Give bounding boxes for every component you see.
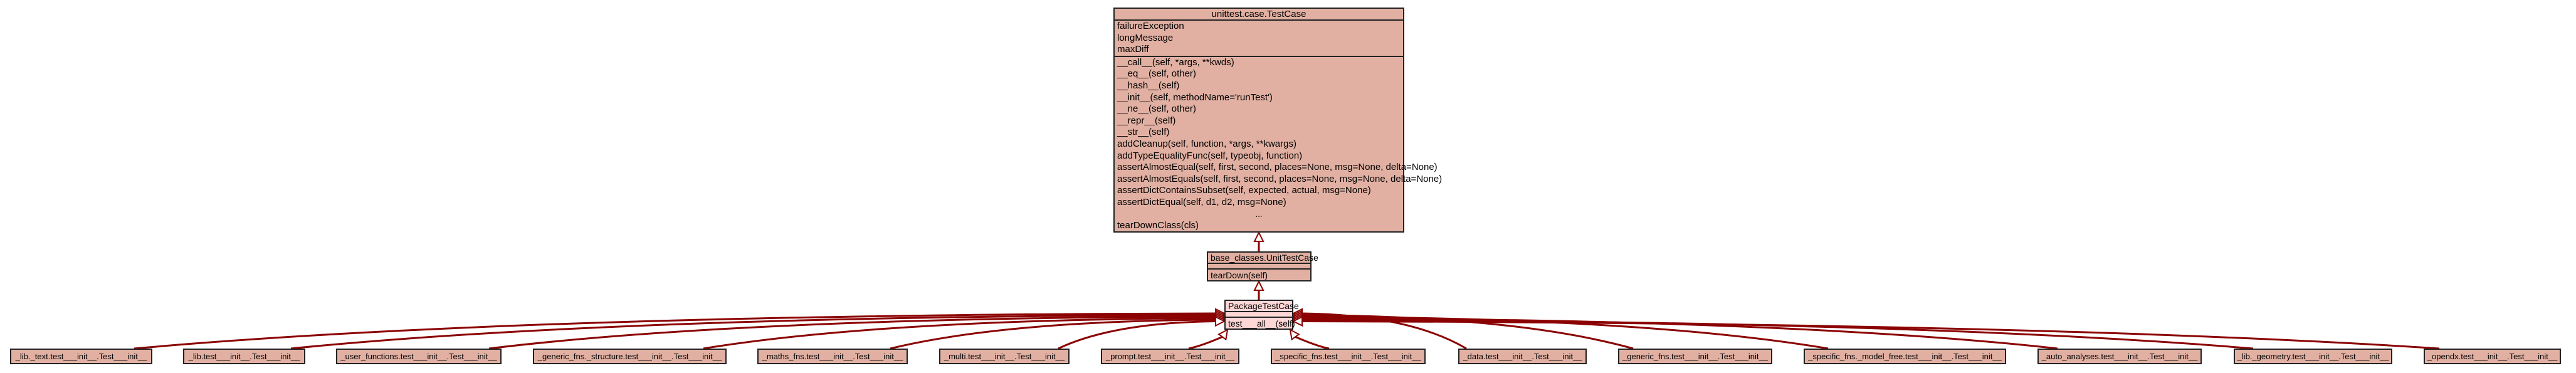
inheritance-arrow-icon xyxy=(1289,328,1300,341)
class-unittest-testcase[interactable]: unittest.case.TestCase failureException … xyxy=(1113,8,1443,233)
method: __str__(self) xyxy=(1117,127,1170,138)
inheritance-arrow-icon xyxy=(1291,315,1303,327)
class-subclass[interactable]: _prompt.test___init__.Test___init__ xyxy=(1101,349,1239,364)
edge-subclass-to-packagetestcase xyxy=(134,312,1216,350)
edge-subclass-to-packagetestcase xyxy=(1301,318,2254,350)
class-packagetestcase[interactable]: PackageTestCase test___all__(self) xyxy=(1224,300,1299,330)
class-subclass[interactable]: _auto_analyses.test___init__.Test___init… xyxy=(2037,349,2202,364)
class-subclass[interactable]: _data.test___init__.Test___init__ xyxy=(1458,349,1587,364)
class-subclass[interactable]: _maths_fns.test___init__.Test___init__ xyxy=(757,349,908,364)
method: addTypeEqualityFunc(self, typeobj, funct… xyxy=(1117,150,1303,161)
edge-subclass-to-packagetestcase xyxy=(890,318,1216,350)
class-subclass[interactable]: _generic_fns.test___init__.Test___init__ xyxy=(1618,349,1772,364)
inheritance-arrow-icon xyxy=(1215,315,1226,327)
ellipsis: ... xyxy=(1255,209,1263,219)
method: __repr__(self) xyxy=(1117,115,1176,126)
edge-subclass-to-packagetestcase xyxy=(1295,335,1330,350)
method: __ne__(self, other) xyxy=(1117,103,1196,115)
class-subclass[interactable]: _specific_fns.test___init__.Test___init_… xyxy=(1271,349,1426,364)
attribute: failureException xyxy=(1117,21,1184,31)
method: test___all__(self) xyxy=(1228,318,1295,328)
method: tearDown(self) xyxy=(1211,270,1268,280)
class-subclass[interactable]: _specific_fns._model_free.test___init__.… xyxy=(1804,349,2006,364)
class-unittestcase[interactable]: base_classes.UnitTestCase tearDown(self) xyxy=(1207,251,1318,281)
method: assertAlmostEquals(self, first, second, … xyxy=(1117,173,1443,184)
method: assertDictContainsSubset(self, expected,… xyxy=(1117,185,1371,196)
methods-section: test___all__(self) xyxy=(1226,318,1295,330)
edge-subclass-to-packagetestcase xyxy=(1301,317,2058,350)
method: assertDictEqual(self, d1, d2, msg=None) xyxy=(1117,196,1286,208)
inheritance-arrow-icon xyxy=(1217,328,1229,341)
method: __hash__(self) xyxy=(1117,80,1180,91)
method: __eq__(self, other) xyxy=(1117,68,1196,80)
class-subclass[interactable]: _lib._geometry.test___init__.Test___init… xyxy=(2234,349,2392,364)
class-subclass[interactable]: _generic_fns._structure.test___init__.Te… xyxy=(533,349,727,364)
edge-subclass-to-packagetestcase xyxy=(703,317,1216,350)
edge-subclass-to-packagetestcase xyxy=(1301,314,1634,350)
edge-subclass-to-packagetestcase xyxy=(488,315,1216,350)
class-subclass[interactable]: _multi.test___init__.Test___init__ xyxy=(939,349,1070,364)
class-title: unittest.case.TestCase xyxy=(1115,9,1403,21)
method: addCleanup(self, function, *args, **kwar… xyxy=(1117,138,1296,149)
edge-subclass-to-packagetestcase xyxy=(1301,312,1467,350)
inheritance-arrow-icon xyxy=(1253,280,1264,291)
edge-subclass-to-packagetestcase xyxy=(1058,320,1216,350)
class-subclass[interactable]: _user_functions.test___init__.Test___ini… xyxy=(336,349,502,364)
class-subclass[interactable]: _lib.test___init__.Test___init__ xyxy=(183,349,305,364)
method: __init__(self, methodName='runTest') xyxy=(1117,92,1273,103)
class-title: base_classes.UnitTestCase xyxy=(1208,253,1318,264)
methods-section: tearDown(self) xyxy=(1208,270,1310,281)
edge-subclass-to-packagetestcase xyxy=(1188,335,1223,350)
attributes-section xyxy=(1226,312,1292,318)
attribute: maxDiff xyxy=(1117,44,1149,55)
attribute: longMessage xyxy=(1117,32,1174,43)
edge-subclass-to-packagetestcase xyxy=(1301,315,1829,350)
inheritance-arrow-icon xyxy=(1253,231,1264,242)
method: assertAlmostEqual(self, first, second, p… xyxy=(1117,162,1438,173)
attributes-section xyxy=(1208,264,1310,270)
edge-subclass-to-packagetestcase xyxy=(290,314,1216,350)
method: __call__(self, *args, **kwds) xyxy=(1117,56,1234,68)
method: tearDownClass(cls) xyxy=(1117,220,1199,231)
methods-section: __call__(self, *args, **kwds)__eq__(self… xyxy=(1115,56,1443,232)
class-subclass[interactable]: _lib._text.test___init__.Test___init__ xyxy=(10,349,152,364)
edge-subclass-to-packagetestcase xyxy=(1301,320,2440,350)
class-title: PackageTestCase xyxy=(1226,301,1299,312)
attributes-section: failureException longMessage maxDiff xyxy=(1115,21,1403,57)
class-subclass[interactable]: _opendx.test___init__.Test___init__ xyxy=(2424,349,2561,364)
